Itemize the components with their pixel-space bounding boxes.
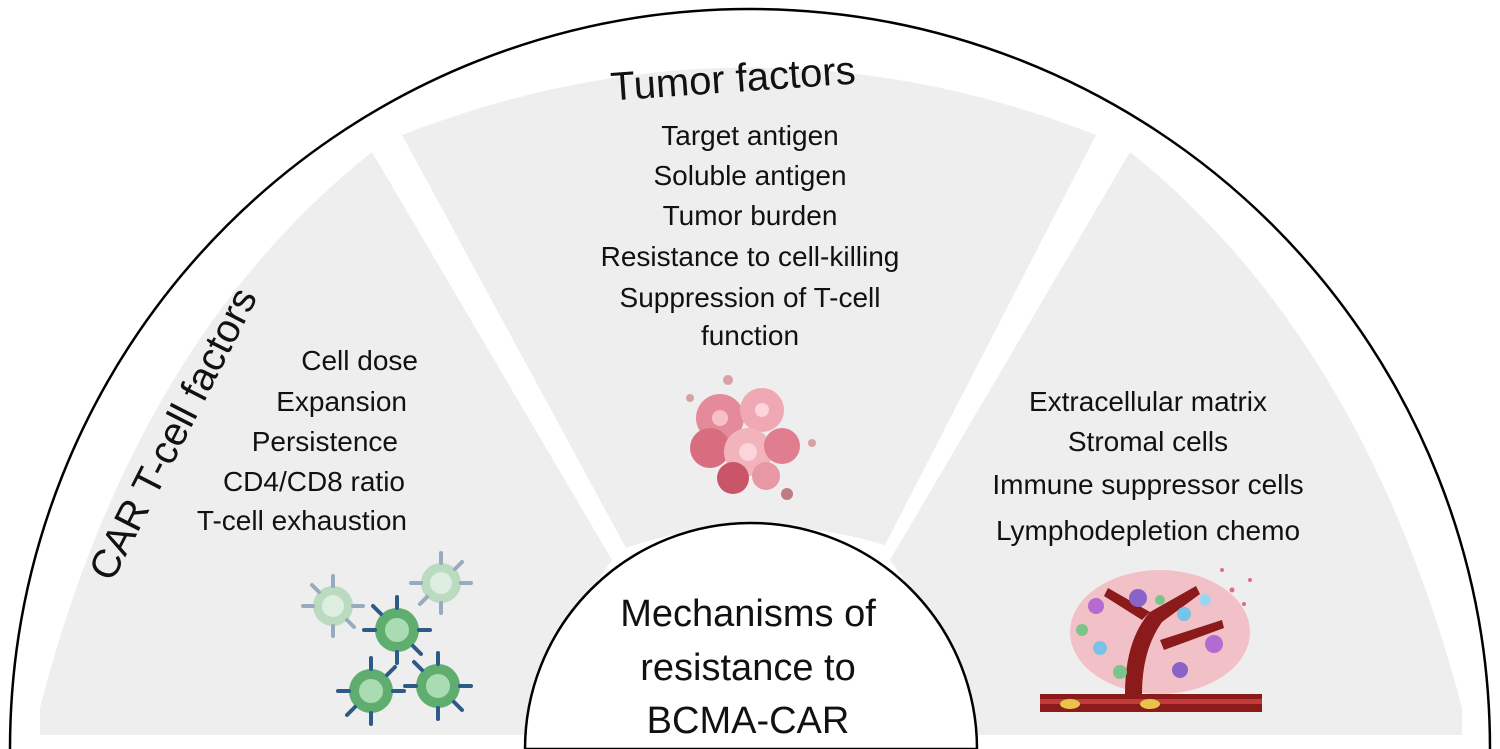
tumor-item: Tumor burden (663, 200, 838, 231)
tumor-cluster-icon (686, 375, 816, 500)
tumor-item: Soluble antigen (653, 160, 846, 191)
tumor-item: Suppression of T-cell (620, 282, 881, 313)
car-t-item: Persistence (252, 426, 398, 457)
t-cells-icon (301, 551, 473, 726)
blood-vessel-icon (1040, 568, 1262, 712)
sector-car-t (40, 152, 612, 735)
center-line-3: BCMA-CAR (647, 700, 850, 742)
sector-tumor (402, 67, 1096, 548)
microenvironment-item: Immune suppressor cells (992, 469, 1303, 500)
tumor-item: Target antigen (661, 120, 838, 151)
car-t-item: T-cell exhaustion (197, 505, 407, 536)
microenvironment-item: Lymphodepletion chemo (996, 515, 1300, 546)
sector-microenvironment (890, 152, 1462, 735)
microenvironment-item: Stromal cells (1068, 426, 1228, 457)
tumor-item: function (701, 320, 799, 351)
center-line-2: resistance to (640, 647, 855, 689)
car-t-item: Expansion (276, 386, 407, 417)
tumor-item: Resistance to cell-killing (601, 241, 900, 272)
car-t-item: Cell dose (301, 345, 418, 376)
microenvironment-item: Extracellular matrix (1029, 386, 1267, 417)
center-semicircle (523, 521, 979, 749)
car-t-item: CD4/CD8 ratio (223, 466, 405, 497)
center-line-1: Mechanisms of (620, 593, 876, 635)
